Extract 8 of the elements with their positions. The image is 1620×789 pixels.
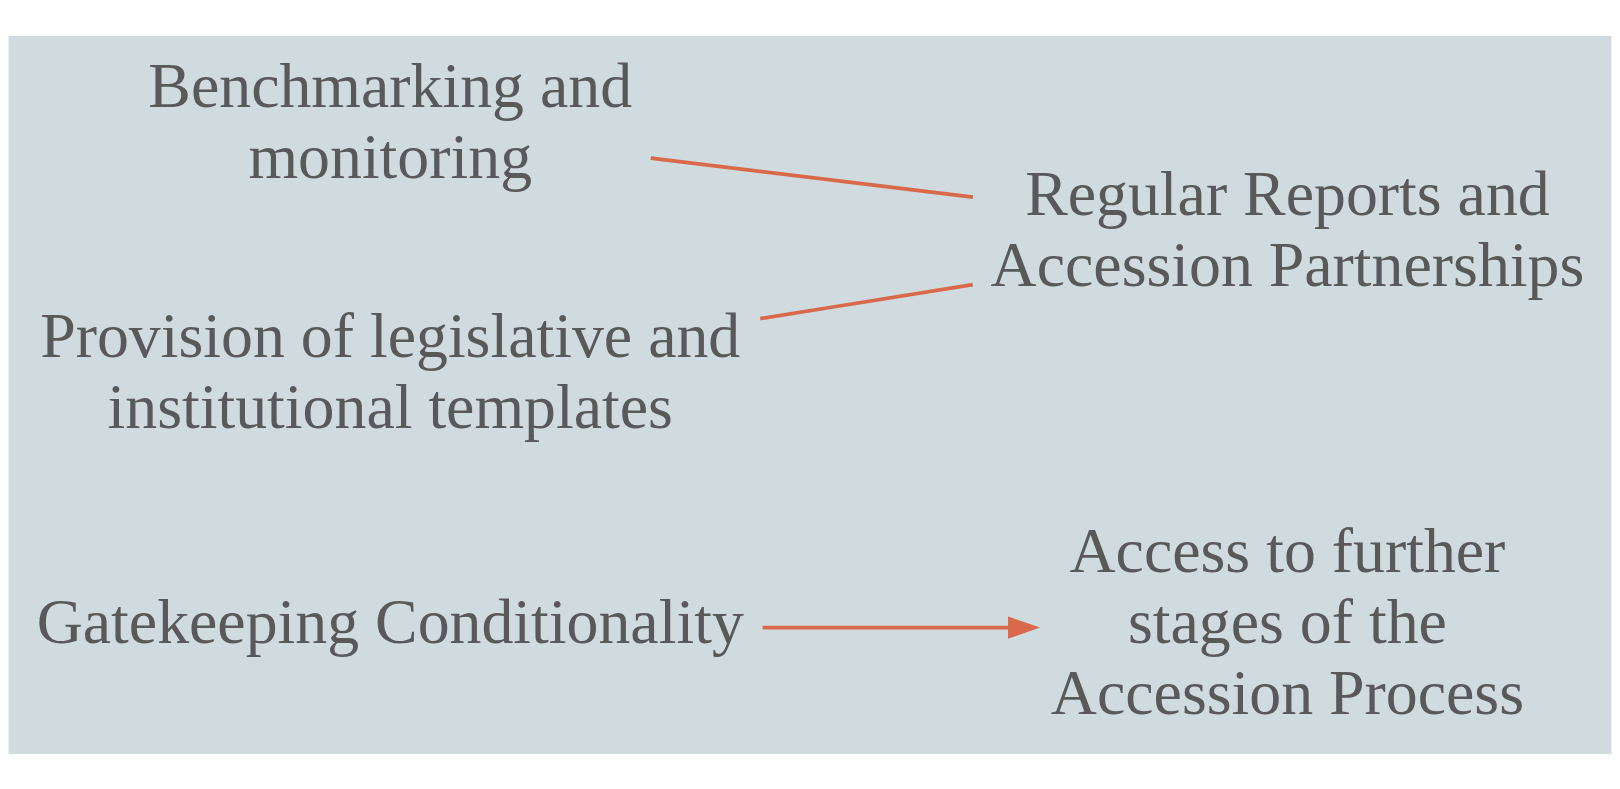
arrow [762, 615, 1040, 639]
node-text: Regular Reports and Accession Partnerships [990, 157, 1585, 300]
node-text: Provision of legislative and institutional templates [40, 299, 741, 442]
connector [650, 155, 974, 199]
node-text: Access to further stages of the Accession Process [1050, 514, 1525, 728]
node-text: Benchmarking and monitoring [148, 49, 633, 192]
node-text: Gatekeeping Conditionality [36, 585, 744, 657]
connector [759, 282, 974, 320]
